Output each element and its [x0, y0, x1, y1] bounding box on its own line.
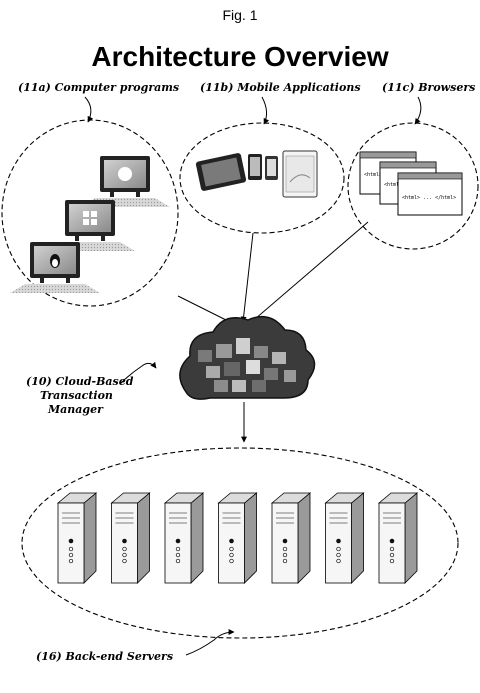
arrow-browsers-to-cloud — [247, 221, 369, 326]
server-icon — [324, 492, 365, 584]
servers-row — [56, 492, 419, 584]
monitor-apple-icon — [80, 156, 170, 207]
mobile-applications-group — [179, 122, 345, 234]
leader-browsers — [414, 96, 422, 125]
label-computer-programs: (11a) Computer programs — [18, 81, 179, 94]
leader-servers — [185, 629, 235, 656]
svg-text:<html>: <html> — [364, 172, 382, 178]
svg-text:<html>: <html> — [384, 182, 402, 188]
browsers-group — [347, 122, 479, 250]
browser-windows-icon: <html> <html> <html> ... </html> — [359, 151, 463, 216]
label-browsers: (11c) Browsers — [382, 81, 475, 94]
mobile-devices-icon — [195, 150, 318, 198]
leader-computer — [84, 96, 94, 123]
leader-cloud — [119, 361, 157, 385]
label-cloud-line3: Manager — [47, 403, 104, 416]
label-back-end-servers: (16) Back-end Servers — [36, 650, 173, 663]
leader-mobile — [261, 96, 270, 125]
label-cloud-line2: Transaction — [40, 389, 113, 402]
server-icon — [270, 492, 312, 584]
server-icon — [217, 492, 258, 584]
cloud-icon — [179, 315, 316, 400]
monitor-linux-icon — [10, 242, 100, 293]
server-icon — [163, 492, 205, 584]
server-icon — [56, 492, 98, 584]
diagram-title: Architecture Overview — [91, 41, 388, 72]
back-end-servers-group — [21, 447, 459, 639]
server-icon — [377, 492, 419, 584]
label-mobile-applications: (11b) Mobile Applications — [200, 81, 361, 94]
label-cloud-line1: (10) Cloud-Based — [26, 375, 134, 388]
computer-programs-group — [1, 119, 179, 307]
browser-html-text: <html> ... </html> — [402, 195, 456, 201]
figure-label: Fig. 1 — [222, 7, 257, 23]
server-icon — [110, 492, 151, 584]
arrow-mobile-to-cloud — [240, 232, 254, 323]
